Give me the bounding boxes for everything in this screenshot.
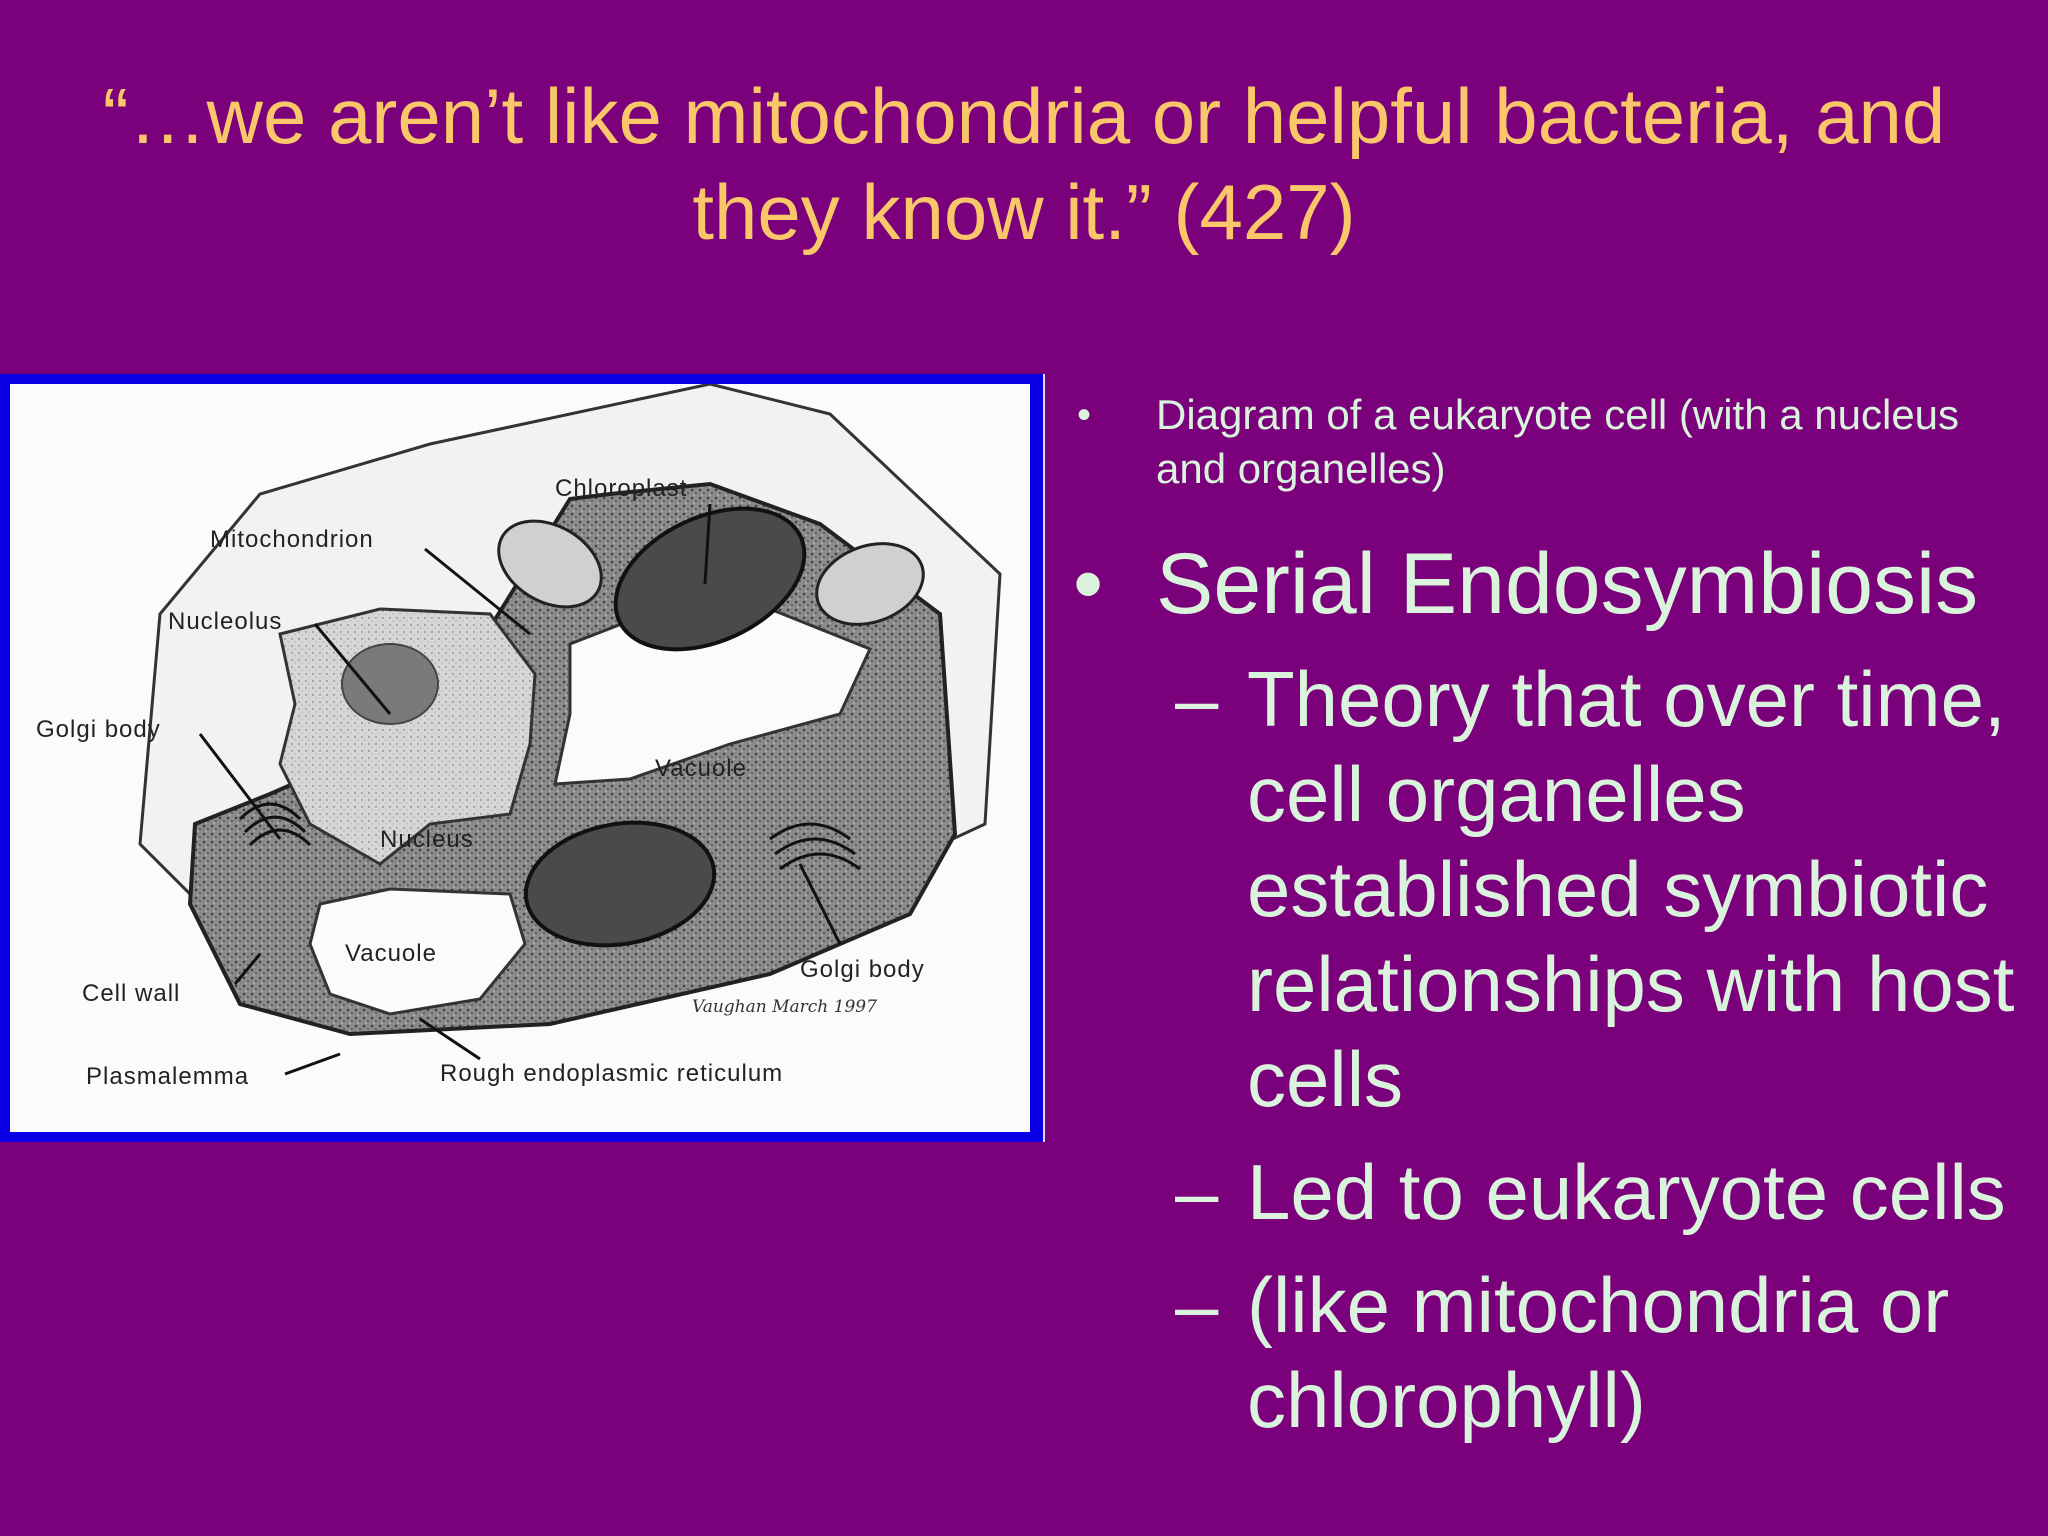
label-vacuole-top: Vacuole [655, 755, 747, 782]
golgi-left [238, 802, 312, 847]
cell-diagram-frame: Chloroplast Mitochondrion Nucleolus Golg… [0, 374, 1045, 1142]
bullet-list: • Diagram of a eukaryote cell (with a nu… [1073, 388, 2035, 1466]
sub-bullet-theory: – Theory that over time, cell organelles… [1075, 652, 2035, 1127]
label-mitochondrion: Mitochondrion [210, 526, 374, 553]
leader-lines [198, 503, 842, 1076]
vacuole-bottom [308, 887, 527, 1016]
sub-bullet-led-to: – Led to eukaryote cells [1075, 1145, 2035, 1240]
label-golgi-body-left: Golgi body [36, 716, 161, 743]
bullet-serial-endosymbiosis: • Serial Endosymbiosis [1073, 530, 2035, 638]
title-line-1: “…we aren’t like mitochondria or helpful… [102, 72, 1946, 160]
mitochondrion-2 [815, 542, 925, 626]
label-rough-er: Rough endoplasmic reticulum [440, 1060, 783, 1087]
bullet-diagram-caption: • Diagram of a eukaryote cell (with a nu… [1075, 388, 2035, 496]
nucleolus [341, 643, 439, 725]
label-nucleus: Nucleus [380, 826, 474, 853]
label-vacuole-bottom: Vacuole [345, 940, 437, 967]
golgi-right [769, 822, 861, 871]
sub-bullet-like: – (like mitochondria or chlorophyll) [1075, 1258, 2035, 1448]
label-chloroplast: Chloroplast [555, 475, 687, 502]
dash-icon: – [1175, 1261, 1219, 1349]
label-plasmalemma: Plasmalemma [86, 1063, 249, 1090]
chloroplast-top [613, 506, 807, 652]
dash-icon: – [1175, 1148, 1219, 1236]
label-golgi-body-right: Golgi body [800, 956, 925, 983]
bullet-dot-icon: • [1077, 393, 1092, 437]
chloroplast-bottom [523, 820, 717, 948]
slide-title: “…we aren’t like mitochondria or helpful… [40, 68, 2008, 260]
label-cell-wall: Cell wall [82, 980, 180, 1007]
dash-icon: – [1175, 655, 1219, 743]
mitochondrion-1 [497, 519, 603, 609]
bullet-dot-icon: • [1073, 536, 1104, 632]
label-nucleolus: Nucleolus [168, 608, 282, 635]
artist-signature: Vaughan March 1997 [692, 997, 877, 1017]
title-line-2: they know it.” (427) [692, 168, 1356, 256]
cell-diagram-illustration: Chloroplast Mitochondrion Nucleolus Golg… [36, 384, 1002, 1090]
cell-diagram: Chloroplast Mitochondrion Nucleolus Golg… [10, 384, 1030, 1132]
